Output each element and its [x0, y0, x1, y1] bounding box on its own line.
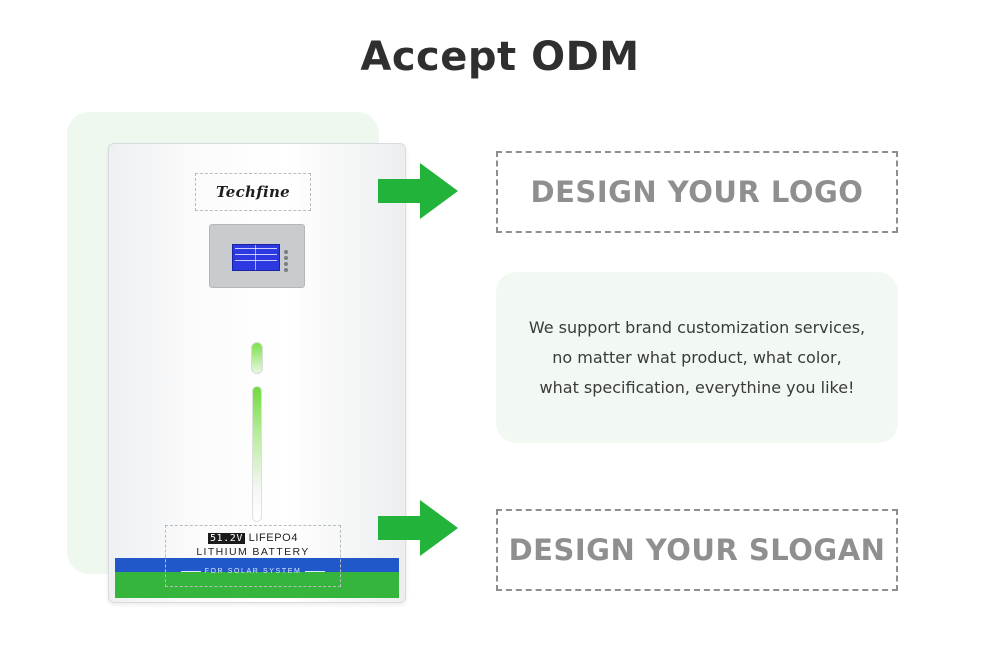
logo-design-callout: DESIGN YOUR LOGO — [496, 151, 898, 233]
info-line-3: what specification, everythine you like! — [539, 377, 855, 397]
capacity-light-bar — [252, 386, 262, 522]
blue-stripe — [115, 558, 399, 572]
lcd-display-panel — [209, 224, 305, 288]
page-title: Accept ODM — [360, 34, 640, 80]
arrow-right-icon — [378, 163, 458, 219]
customization-info-card: We support brand customization services,… — [496, 272, 898, 443]
slogan-design-callout: DESIGN YOUR SLOGAN — [496, 509, 898, 591]
slogan-callout-text: DESIGN YOUR SLOGAN — [508, 533, 886, 567]
application-text: FOR SOLAR SYSTEM — [204, 568, 302, 575]
battery-unit: Techfine 51.2V LIFEPO4 LITHIUM BATTERY F… — [108, 143, 406, 603]
voltage-badge: 51.2V — [207, 533, 246, 544]
power-indicator-light — [251, 342, 263, 374]
slogan-placement-area: 51.2V LIFEPO4 LITHIUM BATTERY FOR SOLAR … — [165, 525, 341, 587]
arrow-right-icon — [378, 500, 458, 556]
spec-line: 51.2V LIFEPO4 — [166, 532, 340, 544]
logo-callout-text: DESIGN YOUR LOGO — [530, 175, 864, 209]
info-line-1: We support brand customization services, — [528, 317, 866, 337]
application-label: FOR SOLAR SYSTEM — [166, 568, 340, 575]
info-line-2: no matter what product, what color, — [552, 347, 842, 367]
chemistry-label: LIFEPO4 — [248, 532, 299, 544]
logo-placement-area: Techfine — [195, 173, 311, 211]
status-led-indicators — [284, 250, 288, 274]
product-type-label: LITHIUM BATTERY — [196, 546, 310, 558]
lcd-screen — [232, 244, 280, 271]
brand-logo-text: Techfine — [215, 183, 291, 201]
